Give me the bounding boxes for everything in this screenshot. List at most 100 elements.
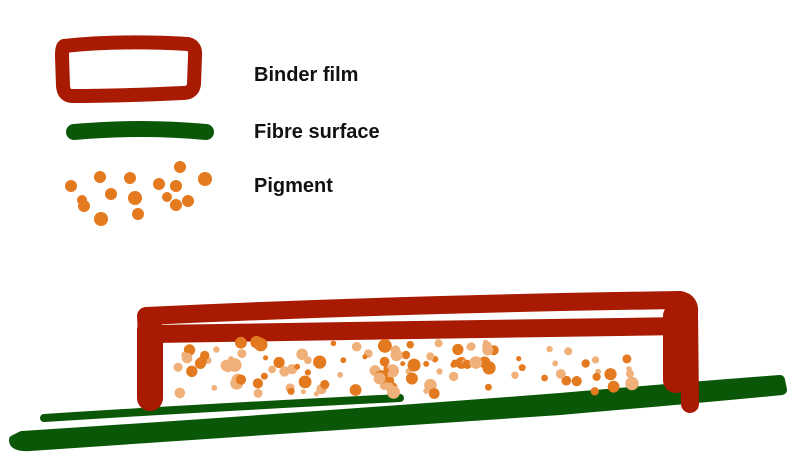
- pigment-dot: [555, 369, 566, 379]
- pigment-dot: [561, 375, 572, 386]
- pigment-dot: [546, 345, 553, 353]
- pigment-dot: [128, 191, 142, 205]
- pigment-dot: [313, 355, 327, 369]
- pigment-dot: [77, 195, 87, 205]
- pigment-dot: [198, 172, 212, 186]
- pigment-dot: [235, 374, 247, 385]
- pigment-dot: [452, 343, 464, 356]
- pigment-dot: [552, 360, 559, 367]
- pigment-dot: [390, 349, 403, 362]
- pigment-dot: [626, 369, 634, 378]
- pigment-dot: [541, 374, 548, 382]
- binder-film-shape: [137, 291, 699, 413]
- pigment-dot: [406, 340, 415, 349]
- pigment-dot: [200, 350, 210, 361]
- pigment-dot: [511, 371, 519, 379]
- legend-fibre-swatch-icon: [66, 121, 214, 140]
- pigment-dot: [287, 387, 295, 395]
- pigment-dot: [250, 335, 263, 349]
- pigment-dot: [65, 180, 77, 192]
- pigment-dot: [428, 388, 440, 399]
- pigment-dot: [434, 339, 443, 348]
- pigment-dot: [181, 351, 188, 358]
- pigment-dot: [516, 356, 522, 362]
- pigment-dot: [296, 348, 308, 361]
- pigment-dot: [581, 359, 590, 368]
- pigment-dot: [401, 350, 411, 360]
- pigment-dot: [320, 379, 330, 390]
- pigment-dot: [405, 372, 418, 385]
- pigment-dot: [235, 336, 247, 349]
- pigment-dot: [383, 368, 389, 374]
- pigment-dot: [484, 383, 492, 391]
- pigment-dot: [400, 361, 406, 367]
- pigment-dot: [279, 366, 290, 377]
- pigment-dot: [518, 364, 526, 372]
- pigment-dot: [94, 171, 106, 183]
- pigment-dot: [385, 382, 394, 392]
- pigment-dot: [170, 199, 182, 211]
- pigment-dot: [337, 371, 344, 378]
- pigment-dot: [303, 356, 312, 365]
- pigment-dot: [478, 356, 491, 369]
- pigment-dot: [436, 368, 443, 375]
- pigment-dot: [313, 391, 319, 397]
- pigment-dot: [604, 368, 617, 381]
- pigment-dot: [351, 341, 362, 352]
- pigment-dot: [213, 346, 220, 353]
- pigment-dot: [590, 387, 599, 396]
- pigment-dot: [220, 359, 233, 372]
- pigment-dot: [426, 352, 435, 361]
- pigment-dot: [330, 340, 337, 347]
- pigment-dot: [304, 369, 311, 376]
- pigment-dot: [385, 364, 399, 378]
- pigment-dot: [298, 375, 312, 389]
- pigment-dot: [124, 172, 136, 184]
- pigment-dot: [564, 347, 573, 356]
- pigment-dot: [162, 192, 172, 202]
- pigment-dot: [170, 180, 182, 192]
- pigment-dot: [273, 356, 285, 369]
- pigment-dot: [483, 339, 489, 345]
- pigment-dot: [253, 388, 263, 398]
- pigment-dot: [362, 354, 368, 360]
- pigment-dot: [268, 365, 276, 374]
- pigment-dot: [448, 371, 459, 382]
- pigment-dot: [105, 188, 117, 200]
- pigment-dot: [260, 372, 268, 380]
- legend-binder-swatch-icon: [55, 35, 203, 103]
- pigment-dot: [174, 387, 186, 399]
- pigment-dot: [423, 360, 430, 367]
- pigment-dot: [349, 384, 362, 396]
- pigment-dot: [607, 380, 620, 393]
- pigment-dot: [373, 372, 386, 385]
- pigment-dot: [625, 376, 639, 391]
- pigment-dot: [462, 359, 472, 369]
- pigment-dot: [469, 356, 483, 369]
- pigment-dot: [386, 376, 395, 385]
- pigment-dot: [423, 388, 430, 394]
- pigment-dot: [340, 357, 347, 364]
- fibre-surface-shape: [9, 375, 787, 452]
- legend-label-pigment: Pigment: [254, 175, 333, 197]
- pigment-dot: [173, 362, 183, 372]
- pigment-dot: [294, 363, 301, 370]
- pigment-dot: [379, 356, 390, 367]
- pigment-dot: [450, 362, 457, 368]
- pigment-dot: [592, 372, 601, 381]
- pigment-dot: [186, 365, 198, 377]
- pigment-dot: [300, 389, 306, 395]
- pigment-dot: [252, 378, 263, 389]
- pigment-dot: [407, 358, 421, 372]
- pigment-dot: [182, 195, 194, 207]
- pigment-dot: [571, 376, 582, 387]
- pigment-dot: [482, 344, 494, 356]
- pigment-dot: [466, 344, 473, 351]
- pigment-dot: [591, 356, 600, 364]
- pigment-dot: [622, 354, 632, 364]
- legend-pigment-swatch-icon: [65, 161, 212, 226]
- legend-label-binder-film: Binder film: [254, 64, 359, 86]
- pigment-dot: [132, 208, 144, 220]
